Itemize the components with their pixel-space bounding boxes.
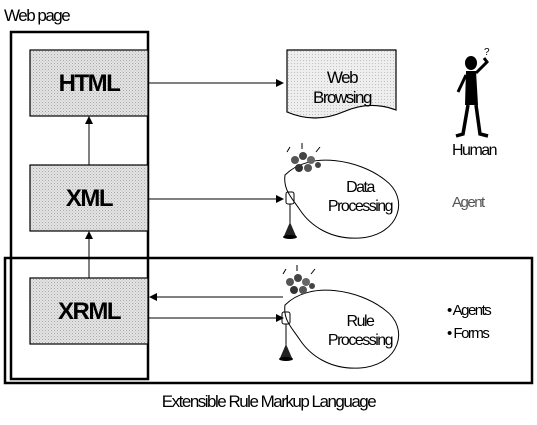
data-processing-line2: Processing bbox=[327, 198, 394, 216]
agent-label: Agent bbox=[452, 194, 485, 211]
web-browsing-document bbox=[286, 49, 397, 119]
rule-processing-loop-icon bbox=[279, 265, 400, 369]
xrml-users-list: • Agents • Forms bbox=[447, 300, 492, 345]
xrml-user-agents: • Agents bbox=[447, 302, 492, 319]
web-browsing-line2: Browsing bbox=[313, 88, 372, 108]
data-processing-label: Data Processing bbox=[320, 178, 400, 216]
rule-processing-line2: Processing bbox=[327, 332, 394, 350]
rule-processing-label: Rule Processing bbox=[320, 312, 400, 350]
webpage-title: Web page bbox=[4, 6, 71, 25]
diagram-caption: Extensible Rule Markup Language bbox=[161, 392, 377, 411]
xrml-user-forms: • Forms bbox=[447, 324, 490, 342]
rule-processing-line1: Rule bbox=[346, 313, 375, 330]
data-processing-line1: Data bbox=[346, 179, 375, 196]
html-layer-label: HTML bbox=[58, 70, 121, 97]
xrml-frame bbox=[3, 256, 534, 385]
svg-text:?: ? bbox=[484, 47, 490, 58]
web-browsing-label: Web Browsing bbox=[292, 68, 392, 109]
xrml-box bbox=[29, 277, 149, 345]
web-browsing-line1: Web bbox=[326, 68, 359, 87]
xml-layer-label: XML bbox=[65, 185, 114, 212]
xrml-layer-label: XRML bbox=[58, 298, 122, 325]
human-icon: ? bbox=[455, 47, 490, 138]
data-processing-loop-icon bbox=[283, 143, 400, 239]
human-label: Human bbox=[452, 142, 498, 159]
html-box bbox=[29, 49, 149, 117]
